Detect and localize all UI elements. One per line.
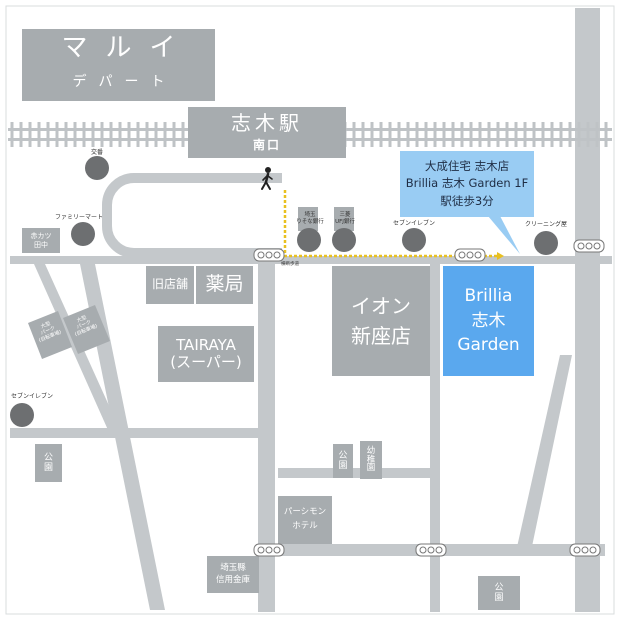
target-block bbox=[443, 266, 534, 376]
park-center-block bbox=[333, 444, 353, 478]
location-pin-icon bbox=[71, 222, 95, 246]
park-bottom-block bbox=[478, 576, 520, 610]
traffic-signal-icon bbox=[569, 543, 601, 557]
location-pin-icon bbox=[332, 228, 356, 252]
cleaning-label: クリーニング屋 bbox=[524, 221, 567, 228]
seven-left-label: セブンイレブン bbox=[10, 393, 53, 400]
familymart-label: ファミリーマート bbox=[54, 214, 103, 221]
tairaya-block bbox=[158, 326, 254, 382]
callout-pointer bbox=[488, 216, 520, 254]
destination-callout: 大成住宅 志木店 Brillia 志木 Garden 1F 駅徒歩3分 bbox=[400, 151, 534, 217]
road-center-vertical bbox=[258, 264, 275, 612]
target-label: Brillia 志木 Garden bbox=[457, 286, 520, 356]
resona-label: 埼玉 りそな銀行 bbox=[296, 212, 324, 225]
road-right-vertical bbox=[430, 264, 440, 612]
walking-route bbox=[283, 190, 497, 258]
location-pin-icon bbox=[534, 231, 558, 255]
traffic-signals bbox=[253, 239, 605, 557]
ufj-block bbox=[334, 207, 354, 231]
marui-sub: デパート bbox=[72, 73, 177, 90]
aeon-label: イオン 新座店 bbox=[351, 294, 411, 348]
callout-line-3: 駅徒歩3分 bbox=[440, 193, 494, 208]
road-diagonal-3 bbox=[515, 355, 572, 556]
location-pin-icon bbox=[85, 156, 109, 180]
tairaya-label: TAIRAYA (スーパー) bbox=[170, 335, 242, 371]
traffic-signal-icon bbox=[253, 248, 285, 262]
park-left-block bbox=[35, 444, 62, 482]
park-left-label: 公 園 bbox=[43, 452, 53, 473]
pharmacy-block bbox=[196, 266, 253, 304]
traffic-signal-icon bbox=[253, 543, 285, 557]
location-pin-icon bbox=[402, 228, 426, 252]
persimmon-label: パーシモン ホテル bbox=[283, 507, 327, 531]
marui-block bbox=[22, 29, 215, 101]
persimmon-block bbox=[278, 496, 332, 544]
aeon-block bbox=[332, 266, 430, 376]
station-block bbox=[188, 107, 346, 158]
old-store-block bbox=[146, 266, 194, 304]
walking-person-icon bbox=[261, 167, 273, 190]
location-pin-icon bbox=[297, 228, 321, 252]
callout-line-1: 大成住宅 志木店 bbox=[424, 159, 510, 174]
road-far-right bbox=[575, 8, 600, 612]
crosswalk-label: 横断歩道 bbox=[281, 262, 299, 267]
akakatsu-block bbox=[22, 228, 60, 253]
resona-block bbox=[298, 207, 318, 231]
loop-road bbox=[102, 173, 282, 258]
kindergarten-block bbox=[360, 441, 382, 479]
pins bbox=[10, 156, 558, 427]
road-mid-horizontal bbox=[278, 468, 433, 478]
route-arrow bbox=[497, 252, 504, 260]
road-left-horizontal bbox=[10, 428, 260, 438]
park-center-label: 公 園 bbox=[338, 450, 348, 471]
park-bottom-label: 公 園 bbox=[494, 582, 504, 603]
akakatsu-label: 赤カツ 田中 bbox=[30, 232, 52, 249]
shinkin-label: 埼玉縣 信用金庫 bbox=[215, 562, 250, 585]
road-diagonal-1 bbox=[80, 264, 165, 610]
traffic-signal-icon bbox=[573, 239, 605, 253]
shinkin-block bbox=[207, 556, 259, 593]
location-pin-icon bbox=[10, 403, 34, 427]
parking-1-block bbox=[28, 311, 72, 359]
station-exit: 南口 bbox=[252, 138, 281, 153]
blocks bbox=[22, 29, 520, 610]
seven-top-label: セブンイレブン bbox=[392, 220, 435, 227]
pharmacy-label: 薬局 bbox=[205, 273, 244, 296]
callout-line-2: Brillia 志木 Garden 1F bbox=[405, 176, 529, 191]
ufj-label: 三菱 UFJ銀行 bbox=[335, 212, 355, 225]
station-name: 志木駅 bbox=[231, 110, 303, 135]
marui-name: マルイ bbox=[61, 33, 194, 64]
traffic-signal-icon bbox=[454, 248, 486, 262]
traffic-signal-icon bbox=[415, 543, 447, 557]
parking-2-block bbox=[63, 305, 110, 354]
main-road bbox=[10, 256, 612, 264]
old-store-label: 旧店舗 bbox=[151, 277, 188, 292]
kindergarten-label: 幼 稚 園 bbox=[366, 445, 376, 474]
kouban-label: 交番 bbox=[90, 149, 103, 156]
